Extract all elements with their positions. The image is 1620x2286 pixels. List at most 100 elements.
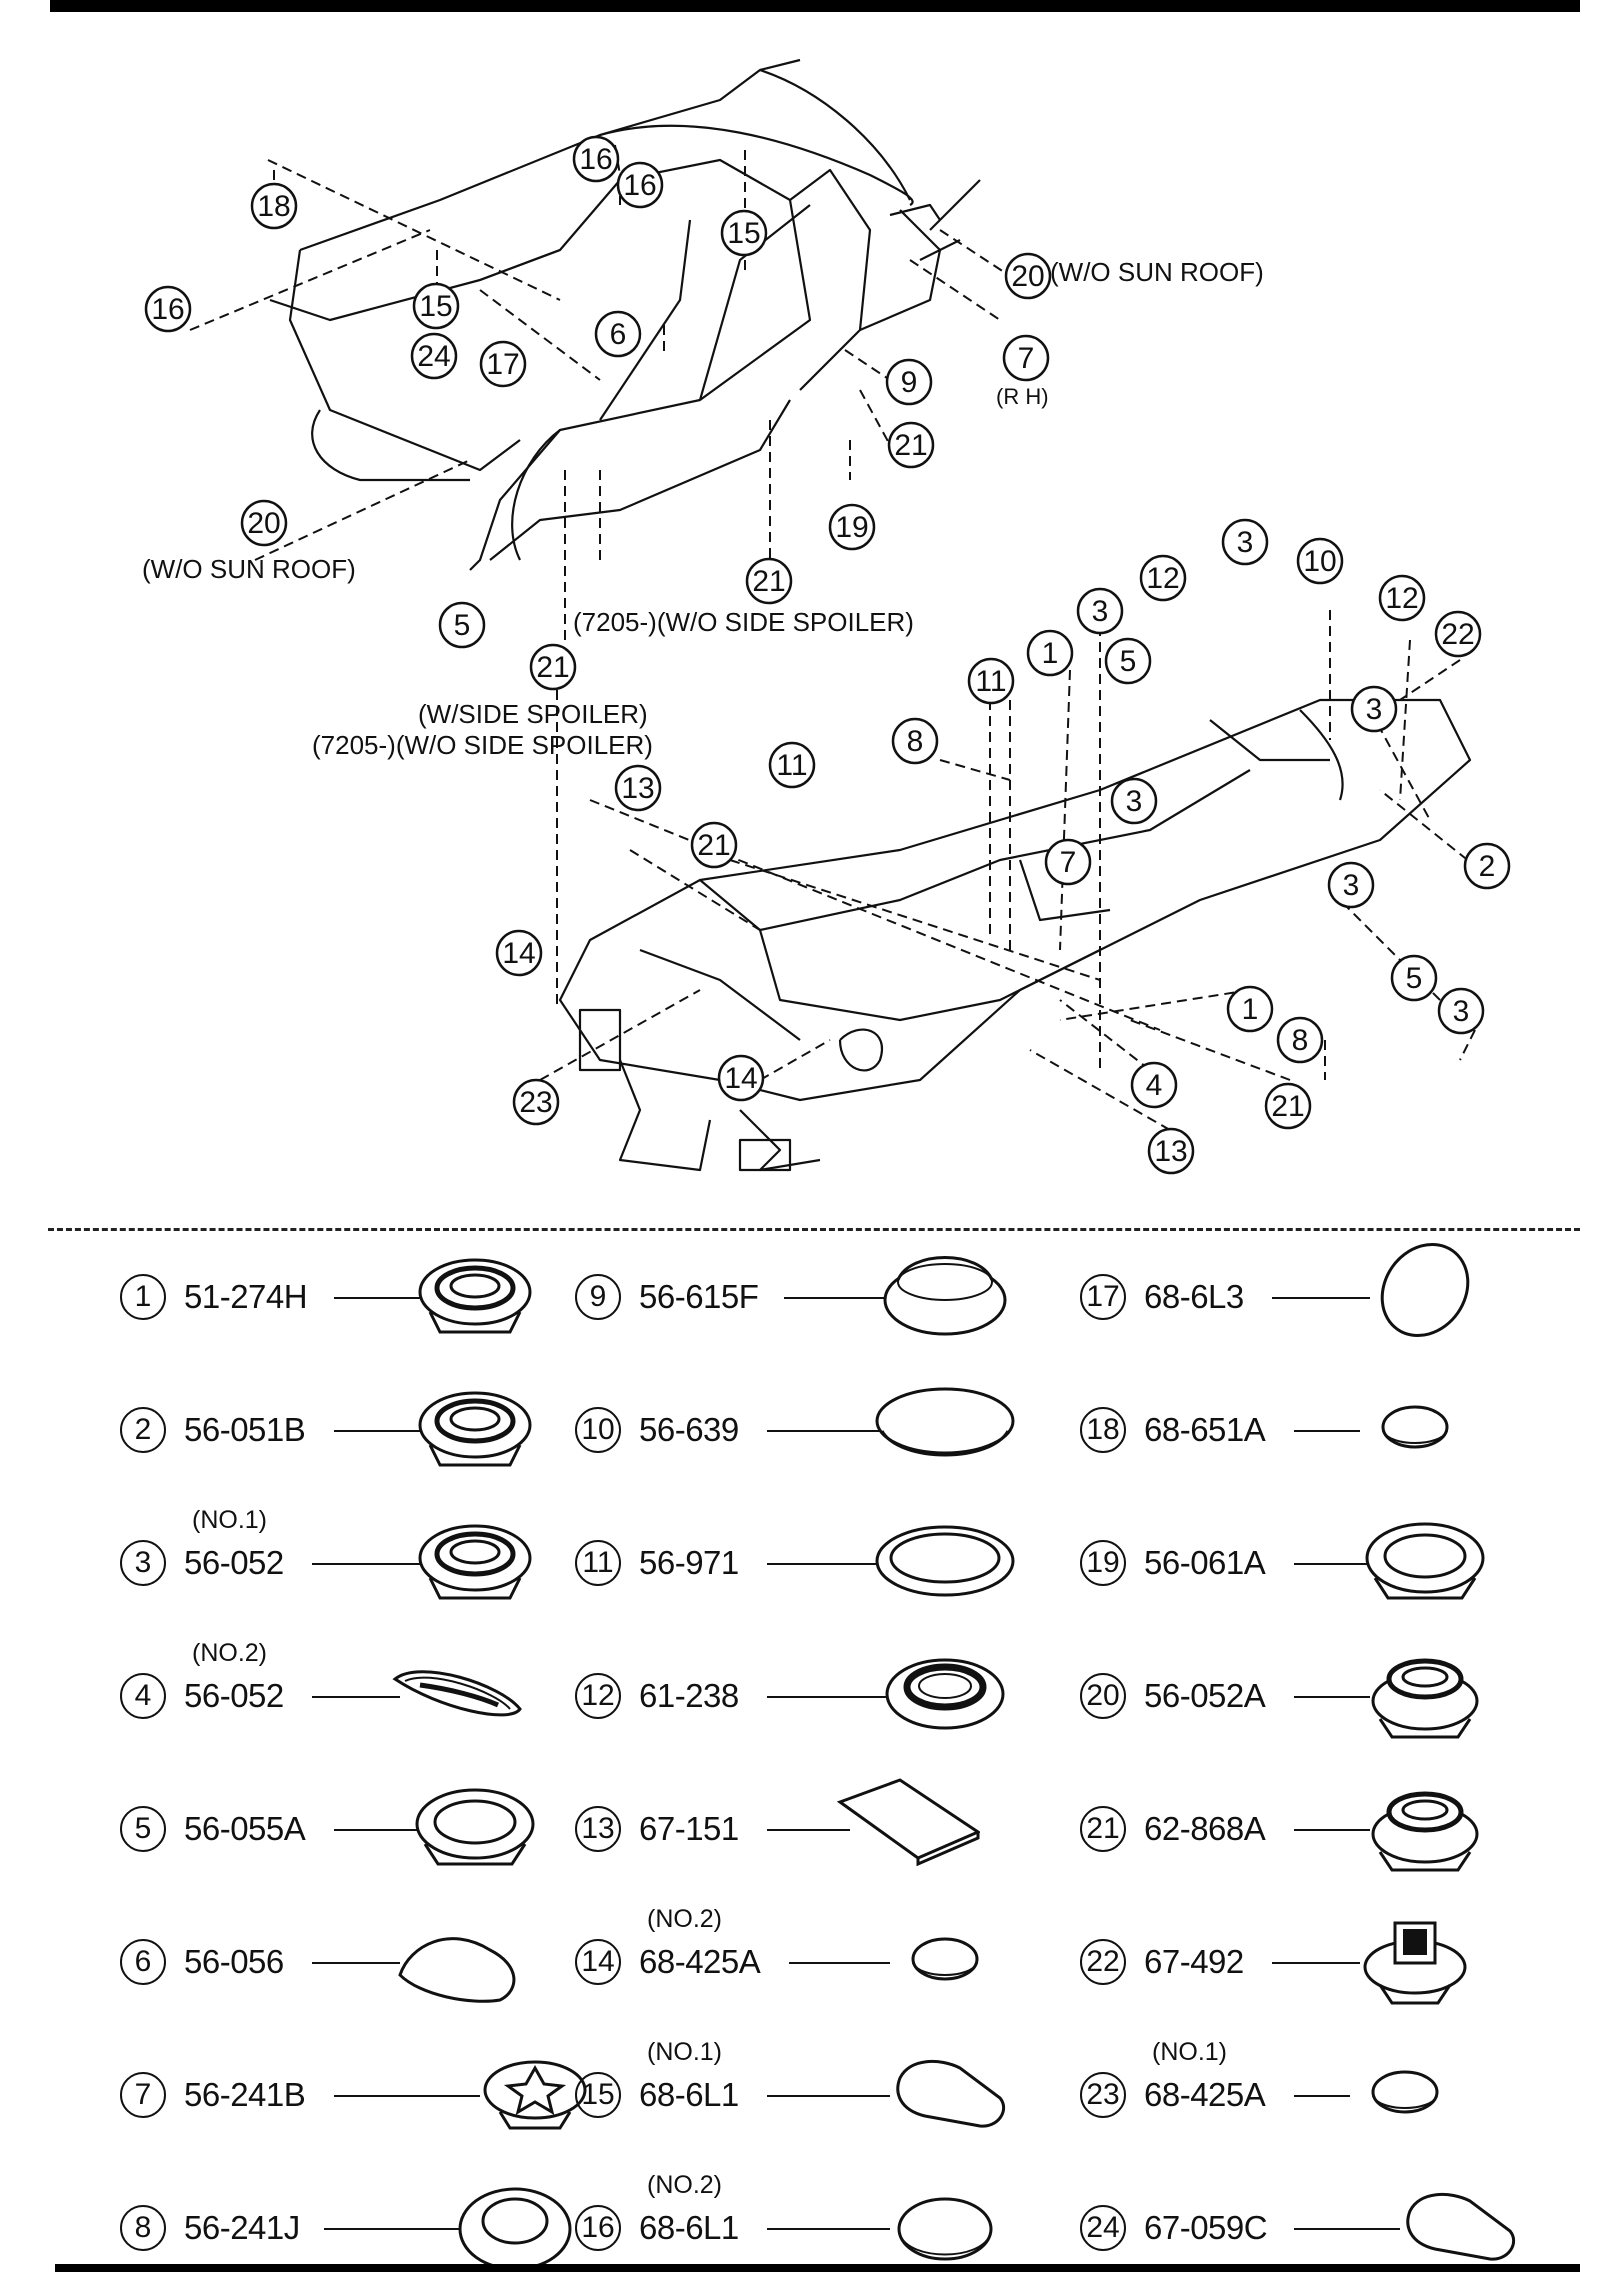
callout-circle (250, 182, 298, 230)
legend-part-number: 68-651A (1144, 1411, 1266, 1448)
callout-number: 21 (697, 829, 730, 862)
part-drawing-small-disc (870, 1905, 1020, 2015)
legend-number: 1 (120, 1274, 166, 1320)
legend-item: 17 68-6L3 (1080, 1240, 1540, 1350)
legend-item: 4(NO.2)56-052 (120, 1639, 580, 1749)
legend-part-number: 56-241J (184, 2209, 300, 2246)
callout-circle (479, 340, 527, 388)
callout-circle (690, 821, 738, 869)
callout-3: 3 (1350, 685, 1398, 733)
legend-leader-line (784, 1297, 890, 1299)
callout-circle (572, 135, 620, 183)
part-drawing-rounded-pad (870, 2038, 1020, 2148)
callout-circle (594, 310, 642, 358)
section-divider (48, 1228, 1580, 1231)
legend-number: 8 (120, 2205, 166, 2251)
callout-circle (1264, 1082, 1312, 1130)
callout-5: 5 (1390, 954, 1438, 1002)
leader-lines (189, 144, 1481, 1131)
leader-line (1059, 989, 1251, 1021)
legend-qualifier: (NO.1) (1152, 2038, 1227, 2066)
part-drawing-valve-plug (1340, 1905, 1490, 2015)
legend-leader-line (324, 2228, 460, 2230)
callout-19: 19 (828, 503, 876, 551)
legend-part-number: 56-056 (184, 1943, 284, 1980)
callout-number: 16 (579, 143, 612, 176)
leader-line (729, 859, 1101, 981)
legend-part-number: 67-492 (1144, 1943, 1244, 1980)
legend-number: 20 (1080, 1673, 1126, 1719)
legend-number: 19 (1080, 1540, 1126, 1586)
legend-number: 17 (1080, 1274, 1126, 1320)
callout-number: 1 (1042, 637, 1059, 670)
part-drawing-grommet-tall (1350, 1639, 1500, 1749)
callout-11: 11 (768, 741, 816, 789)
callout-23: 23 (512, 1078, 560, 1126)
callout-circle (1390, 954, 1438, 1002)
legend-part-number: 56-055A (184, 1810, 306, 1847)
callout-number: 8 (907, 725, 924, 758)
part-drawing-flat-cap (870, 1373, 1020, 1483)
callout-circle (745, 557, 793, 605)
callout-circle (717, 1054, 765, 1102)
note-w-side-spoiler: (W/SIDE SPOILER) (418, 699, 648, 729)
legend-number: 16 (575, 2205, 621, 2251)
legend-part-number: 62-868A (1144, 1810, 1266, 1847)
callout-circle (495, 929, 543, 977)
callout-circle (967, 657, 1015, 705)
callout-circle (1044, 838, 1092, 886)
legend-number: 3 (120, 1540, 166, 1586)
callout-number: 3 (1453, 995, 1470, 1028)
callout-circle (891, 717, 939, 765)
callout-5: 5 (438, 601, 486, 649)
leader-line (539, 989, 701, 1081)
legend-number: 5 (120, 1806, 166, 1852)
callout-number: 23 (519, 1086, 552, 1119)
callout-15: 15 (720, 209, 768, 257)
part-drawing-open-ring (1350, 1506, 1500, 1616)
callout-7: 7 (1044, 838, 1092, 886)
callout-number: 7 (1060, 846, 1077, 879)
part-drawing-grommet-ring (400, 1240, 550, 1350)
leader-line (629, 849, 761, 931)
callout-circle (1350, 685, 1398, 733)
callout-number: 19 (835, 511, 868, 544)
callout-circle (720, 209, 768, 257)
callout-14: 14 (717, 1054, 765, 1102)
callout-12: 12 (1139, 554, 1187, 602)
callout-number: 3 (1366, 693, 1383, 726)
leader-line (1399, 659, 1461, 701)
note-rh: (R H) (996, 384, 1049, 409)
callout-14: 14 (495, 929, 543, 977)
leader-line (189, 229, 431, 331)
callout-21: 21 (1264, 1082, 1312, 1130)
part-drawing-grommet-ring (400, 1373, 550, 1483)
legend-number: 14 (575, 1939, 621, 1985)
legend-number: 7 (120, 2072, 166, 2118)
legend-item: 5 56-055A (120, 1772, 580, 1882)
callout-number: 21 (894, 429, 927, 462)
callout-13: 13 (1147, 1127, 1195, 1175)
part-drawing-rounded-pad (1380, 2171, 1530, 2281)
callout-circle (412, 282, 460, 330)
callout-13: 13 (614, 764, 662, 812)
legend-number: 2 (120, 1407, 166, 1453)
callout-number: 3 (1126, 785, 1143, 818)
callout-circle (885, 358, 933, 406)
callout-circle (410, 332, 458, 380)
callout-number: 17 (486, 348, 519, 381)
legend-leader-line (1272, 1297, 1370, 1299)
legend-leader-line (312, 1962, 400, 1964)
legend-number: 23 (1080, 2072, 1126, 2118)
legend-leader-line (1294, 2095, 1350, 2097)
callout-number: 21 (1271, 1090, 1304, 1123)
legend-number: 10 (575, 1407, 621, 1453)
legend-part-number: 67-059C (1144, 2209, 1268, 2246)
legend-part-number: 68-6L3 (1144, 1278, 1244, 1315)
callout-circle (887, 421, 935, 469)
